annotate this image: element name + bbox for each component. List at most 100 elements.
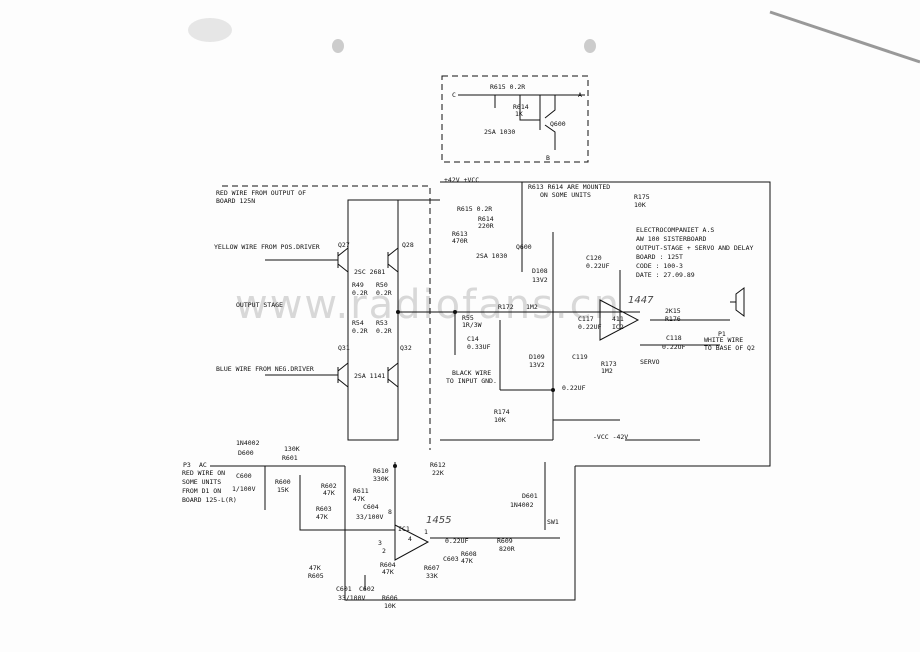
label-d109: D109 xyxy=(529,353,545,361)
opamp-ic1 xyxy=(394,524,430,561)
label-r602-value: 47K xyxy=(323,489,335,497)
label-r49-value: 0.2R xyxy=(352,289,368,297)
junction xyxy=(393,464,397,468)
label-r608-value: 47K xyxy=(461,557,473,565)
label-c604: C604 xyxy=(363,503,379,511)
note-black-wire-2: TO INPUT GND. xyxy=(446,377,497,385)
label-2sa1141: 2SA 1141 xyxy=(354,372,385,380)
label-r55-value: 1R/3W xyxy=(462,321,482,329)
label-pin1: 1 xyxy=(424,528,428,536)
punch-hole xyxy=(332,39,344,53)
inset-q600: Q600 xyxy=(550,120,566,128)
title-code: CODE : 100-3 xyxy=(636,262,683,270)
speaker-symbol xyxy=(730,287,745,317)
label-r605-value: 47K xyxy=(309,564,321,572)
label-r175-value: 10K xyxy=(634,201,646,209)
label-ic2: IC2 xyxy=(612,323,624,331)
note-white-wire-2: TO BASE OF Q2 xyxy=(704,344,755,352)
opamp-ic2 xyxy=(599,299,640,341)
label-r174: R174 xyxy=(494,408,510,416)
label-r601-value: 130K xyxy=(284,445,300,453)
label-d109-value: 13V2 xyxy=(529,361,545,369)
label-q32: Q32 xyxy=(400,344,412,352)
label-r174-value: 10K xyxy=(494,416,506,424)
label-c603: C603 xyxy=(443,555,459,563)
transistor-q28 xyxy=(387,247,399,273)
label-r173: R173 xyxy=(601,360,617,368)
label-r172-value: 1M2 xyxy=(526,303,538,311)
label-r49: R49 xyxy=(352,281,364,289)
note-red-wire-bottom-2: SOME UNITS xyxy=(182,478,221,486)
inset-box xyxy=(441,75,589,163)
label-r604-value: 47K xyxy=(382,568,394,576)
label-r613-value: 470R xyxy=(452,237,468,245)
label-2sa1030: 2SA 1030 xyxy=(476,252,507,260)
label-p3: P3 xyxy=(183,461,191,469)
label-r600-value: 15K xyxy=(277,486,289,494)
label-d601-value: 1N4002 xyxy=(510,501,534,509)
rail-positive: +42V +VCC xyxy=(444,176,479,184)
label-r176-value: 2K15 xyxy=(665,307,681,315)
label-r612-value: 22K xyxy=(432,469,444,477)
label-r54: R54 xyxy=(352,319,364,327)
junction xyxy=(396,310,400,314)
title-description: OUTPUT-STAGE + SERVO AND DELAY xyxy=(636,244,753,252)
label-1n4002: 1N4002 xyxy=(236,439,260,447)
output-stage-wiring xyxy=(222,181,771,467)
note-black-wire: BLACK WIRE xyxy=(452,369,491,377)
label-r614-value: 220R xyxy=(478,222,494,230)
note-output-stage: OUTPUT STAGE xyxy=(236,301,283,309)
label-pin2: 2 xyxy=(382,547,386,555)
note-red-wire-top: RED WIRE FROM OUTPUT OF xyxy=(216,189,306,197)
label-r615: R615 0.2R xyxy=(457,205,492,213)
label-c14: C14 xyxy=(467,335,479,343)
label-c600-value: 1/100V xyxy=(232,485,256,493)
label-c120: C120 xyxy=(586,254,602,262)
inset-node-a: A xyxy=(578,91,582,99)
label-pin3: 3 xyxy=(378,539,382,547)
label-servo: SERVO xyxy=(640,358,660,366)
punch-hole xyxy=(584,39,596,53)
label-d601: D601 xyxy=(522,492,538,500)
paper-stain xyxy=(188,18,232,42)
inset-r614-value: 1K xyxy=(515,110,523,118)
note-red-wire-bottom-1: RED WIRE ON xyxy=(182,469,225,477)
note-mounted-2: ON SOME UNITS xyxy=(540,191,591,199)
label-q31: Q31 xyxy=(338,344,350,352)
transistor-q27 xyxy=(337,247,349,273)
label-c601-c602-value: 33/100V xyxy=(338,594,365,602)
inset-circuit xyxy=(458,94,585,150)
delay-circuit-wiring xyxy=(210,462,576,601)
inset-node-b: B xyxy=(546,154,550,162)
label-d600: D600 xyxy=(238,449,254,457)
note-red-wire-bottom-3: FROM D1 ON xyxy=(182,487,221,495)
label-p1: P1 xyxy=(718,330,726,338)
label-d108-value: 13V2 xyxy=(532,276,548,284)
note-white-wire: WHITE WIRE xyxy=(704,336,743,344)
label-c601: C601 xyxy=(336,585,352,593)
label-r613: R613 xyxy=(452,230,468,238)
label-r607: R607 xyxy=(424,564,440,572)
junction xyxy=(453,310,457,314)
label-q28: Q28 xyxy=(402,241,414,249)
label-c604-value: 33/100V xyxy=(356,513,383,521)
handwritten-ic-note: 1455 xyxy=(426,515,451,526)
transistor-q32 xyxy=(387,362,399,388)
label-r173-value: 1M2 xyxy=(601,367,613,375)
inset-r614: R614 xyxy=(513,103,529,111)
junction xyxy=(551,388,555,392)
label-r606-value: 10K xyxy=(384,602,396,610)
label-r611-value: 47K xyxy=(353,495,365,503)
rail-negative: -VCC -42V xyxy=(593,433,628,441)
title-product: AW 100 SISTERBOARD xyxy=(636,235,707,243)
label-q27: Q27 xyxy=(338,241,350,249)
note-red-wire-top-2: BOARD 125N xyxy=(216,197,255,205)
label-r601: R601 xyxy=(282,454,298,462)
label-c118-value: 0.22UF xyxy=(662,343,686,351)
label-r53: R53 xyxy=(376,319,388,327)
label-2sc2681: 2SC 2681 xyxy=(354,268,385,276)
label-q600: Q600 xyxy=(516,243,532,251)
label-r602: R602 xyxy=(321,482,337,490)
